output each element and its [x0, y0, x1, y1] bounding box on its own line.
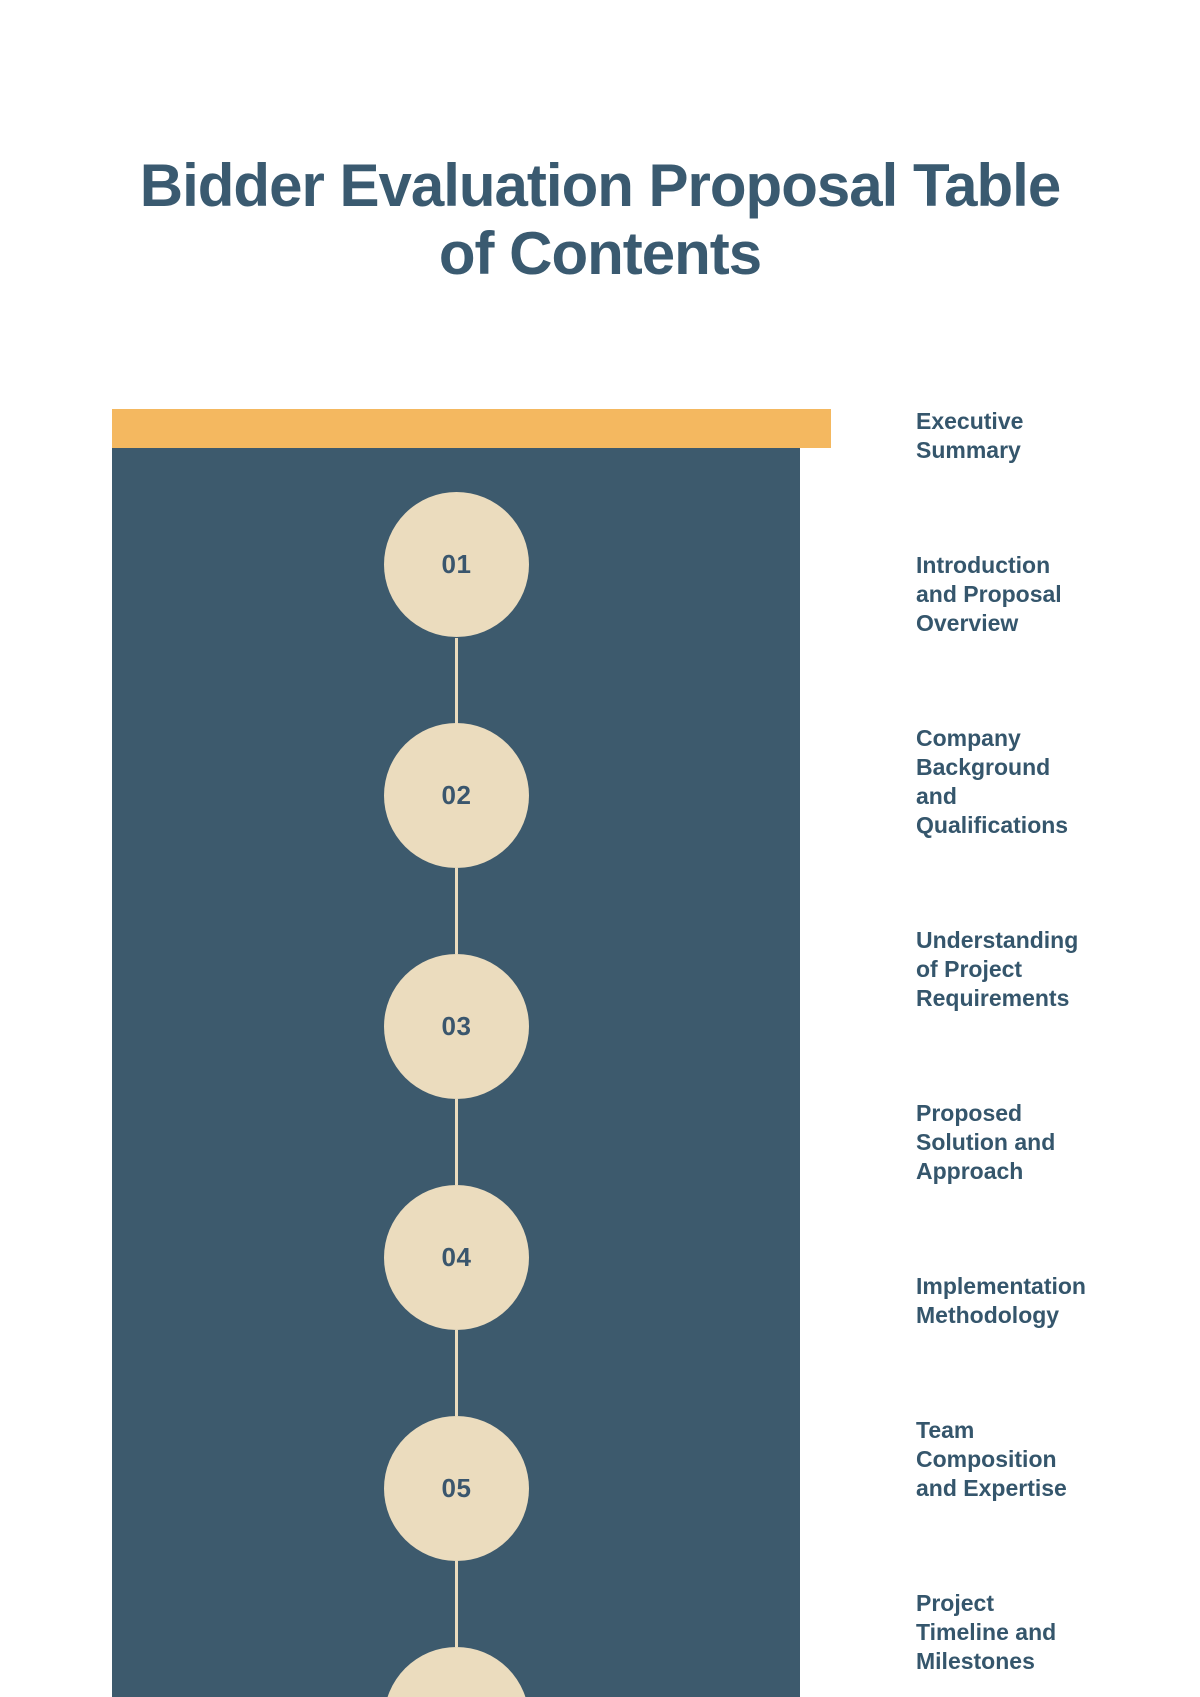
timeline-step-circle: 03 [384, 954, 529, 1099]
step-number: 05 [441, 1473, 472, 1503]
step-number: 02 [441, 780, 472, 810]
step-number: 03 [441, 1011, 472, 1041]
timeline-step-circle: 02 [384, 723, 529, 868]
toc-item: Team Composition and Expertise [916, 1417, 1067, 1501]
toc-item: Project Timeline and Milestones [916, 1590, 1057, 1674]
timeline-step-circle: 06 [384, 1647, 529, 1697]
step-number: 04 [441, 1242, 472, 1272]
timeline-connector [455, 868, 458, 954]
timeline-connector [455, 638, 458, 724]
timeline-connector [455, 1330, 458, 1416]
toc-list: Executive Summary Introduction and Propo… [916, 407, 1126, 1676]
toc-item: Company Background and Qualifications [916, 725, 1069, 838]
toc-item: Executive Summary [916, 408, 1024, 463]
accent-bar [112, 409, 831, 448]
timeline-step-circle: 01 [384, 492, 529, 637]
toc-item: Proposed Solution and Approach [916, 1100, 1056, 1184]
toc-item: Implementation Methodology [916, 1273, 1086, 1328]
step-number: 01 [441, 549, 472, 579]
toc-item: Introduction and Proposal Overview [916, 552, 1062, 636]
timeline-step-circle: 04 [384, 1185, 529, 1330]
timeline-panel: 01 02 03 04 05 06 [112, 448, 800, 1697]
timeline-connector [455, 1099, 458, 1185]
toc-item: Understanding of Project Requirements [916, 927, 1079, 1011]
timeline-step-circle: 05 [384, 1416, 529, 1561]
timeline-connector [455, 1561, 458, 1647]
page-title: Bidder Evaluation Proposal Table of Cont… [139, 152, 1061, 287]
